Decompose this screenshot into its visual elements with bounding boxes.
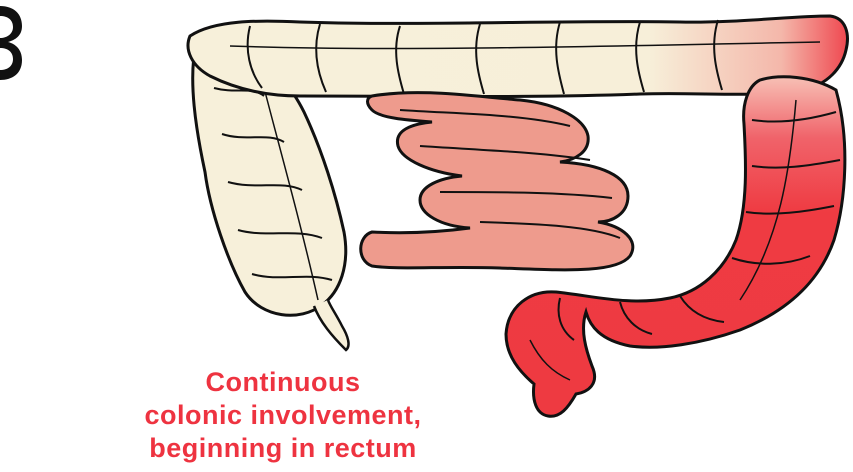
small-intestine: [361, 93, 633, 270]
caption-line-2: colonic involvement,: [93, 399, 473, 432]
partial-letter: [0, 6, 22, 80]
caption-line-3: beginning in rectum: [93, 432, 473, 465]
transverse-colon: [188, 16, 847, 97]
diagram-caption: Continuous colonic involvement, beginnin…: [93, 366, 473, 465]
caption-line-1: Continuous: [93, 366, 473, 399]
